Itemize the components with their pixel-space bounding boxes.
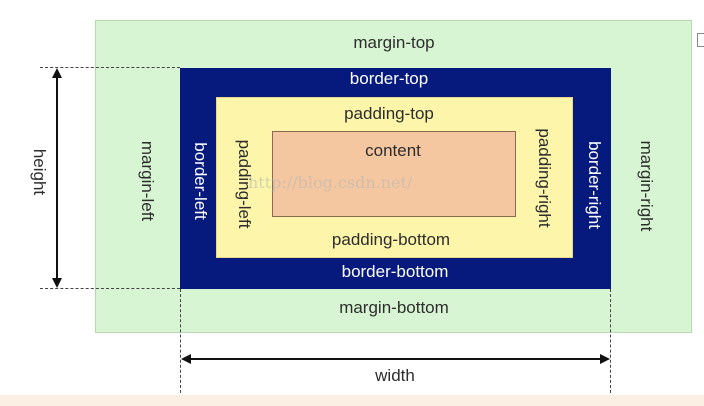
padding-top-label: padding-top (344, 104, 434, 123)
border-top-label: border-top (349, 69, 429, 88)
margin-bottom-label: margin-bottom (339, 298, 449, 317)
image-corner-icon (697, 33, 704, 47)
margin-right-label: margin-right (637, 140, 656, 232)
watermark-text: http://blog.csdn.net/ (248, 173, 413, 192)
border-right-label: border-right (585, 141, 604, 229)
width-left-guide (180, 289, 181, 393)
border-bottom-label: border-bottom (341, 262, 449, 281)
padding-right-label: padding-right (535, 128, 554, 228)
width-arrow-right-icon (600, 354, 610, 364)
width-arrow-line (188, 358, 602, 360)
width-arrow-left-icon (181, 354, 191, 364)
height-label: height (30, 148, 49, 196)
width-label: width (375, 366, 415, 385)
height-arrow-up-icon (52, 68, 62, 78)
content-label: content (365, 141, 421, 160)
border-left-label: border-left (191, 142, 210, 220)
height-arrow-line (56, 74, 58, 280)
height-arrow-down-icon (52, 278, 62, 288)
bottom-strip (0, 395, 704, 406)
height-bottom-guide (40, 288, 180, 289)
margin-left-label: margin-left (138, 140, 157, 222)
height-top-guide (40, 67, 180, 68)
content-area (272, 131, 516, 217)
width-right-guide (610, 289, 611, 393)
padding-bottom-label: padding-bottom (331, 230, 451, 249)
margin-top-label: margin-top (353, 33, 435, 52)
